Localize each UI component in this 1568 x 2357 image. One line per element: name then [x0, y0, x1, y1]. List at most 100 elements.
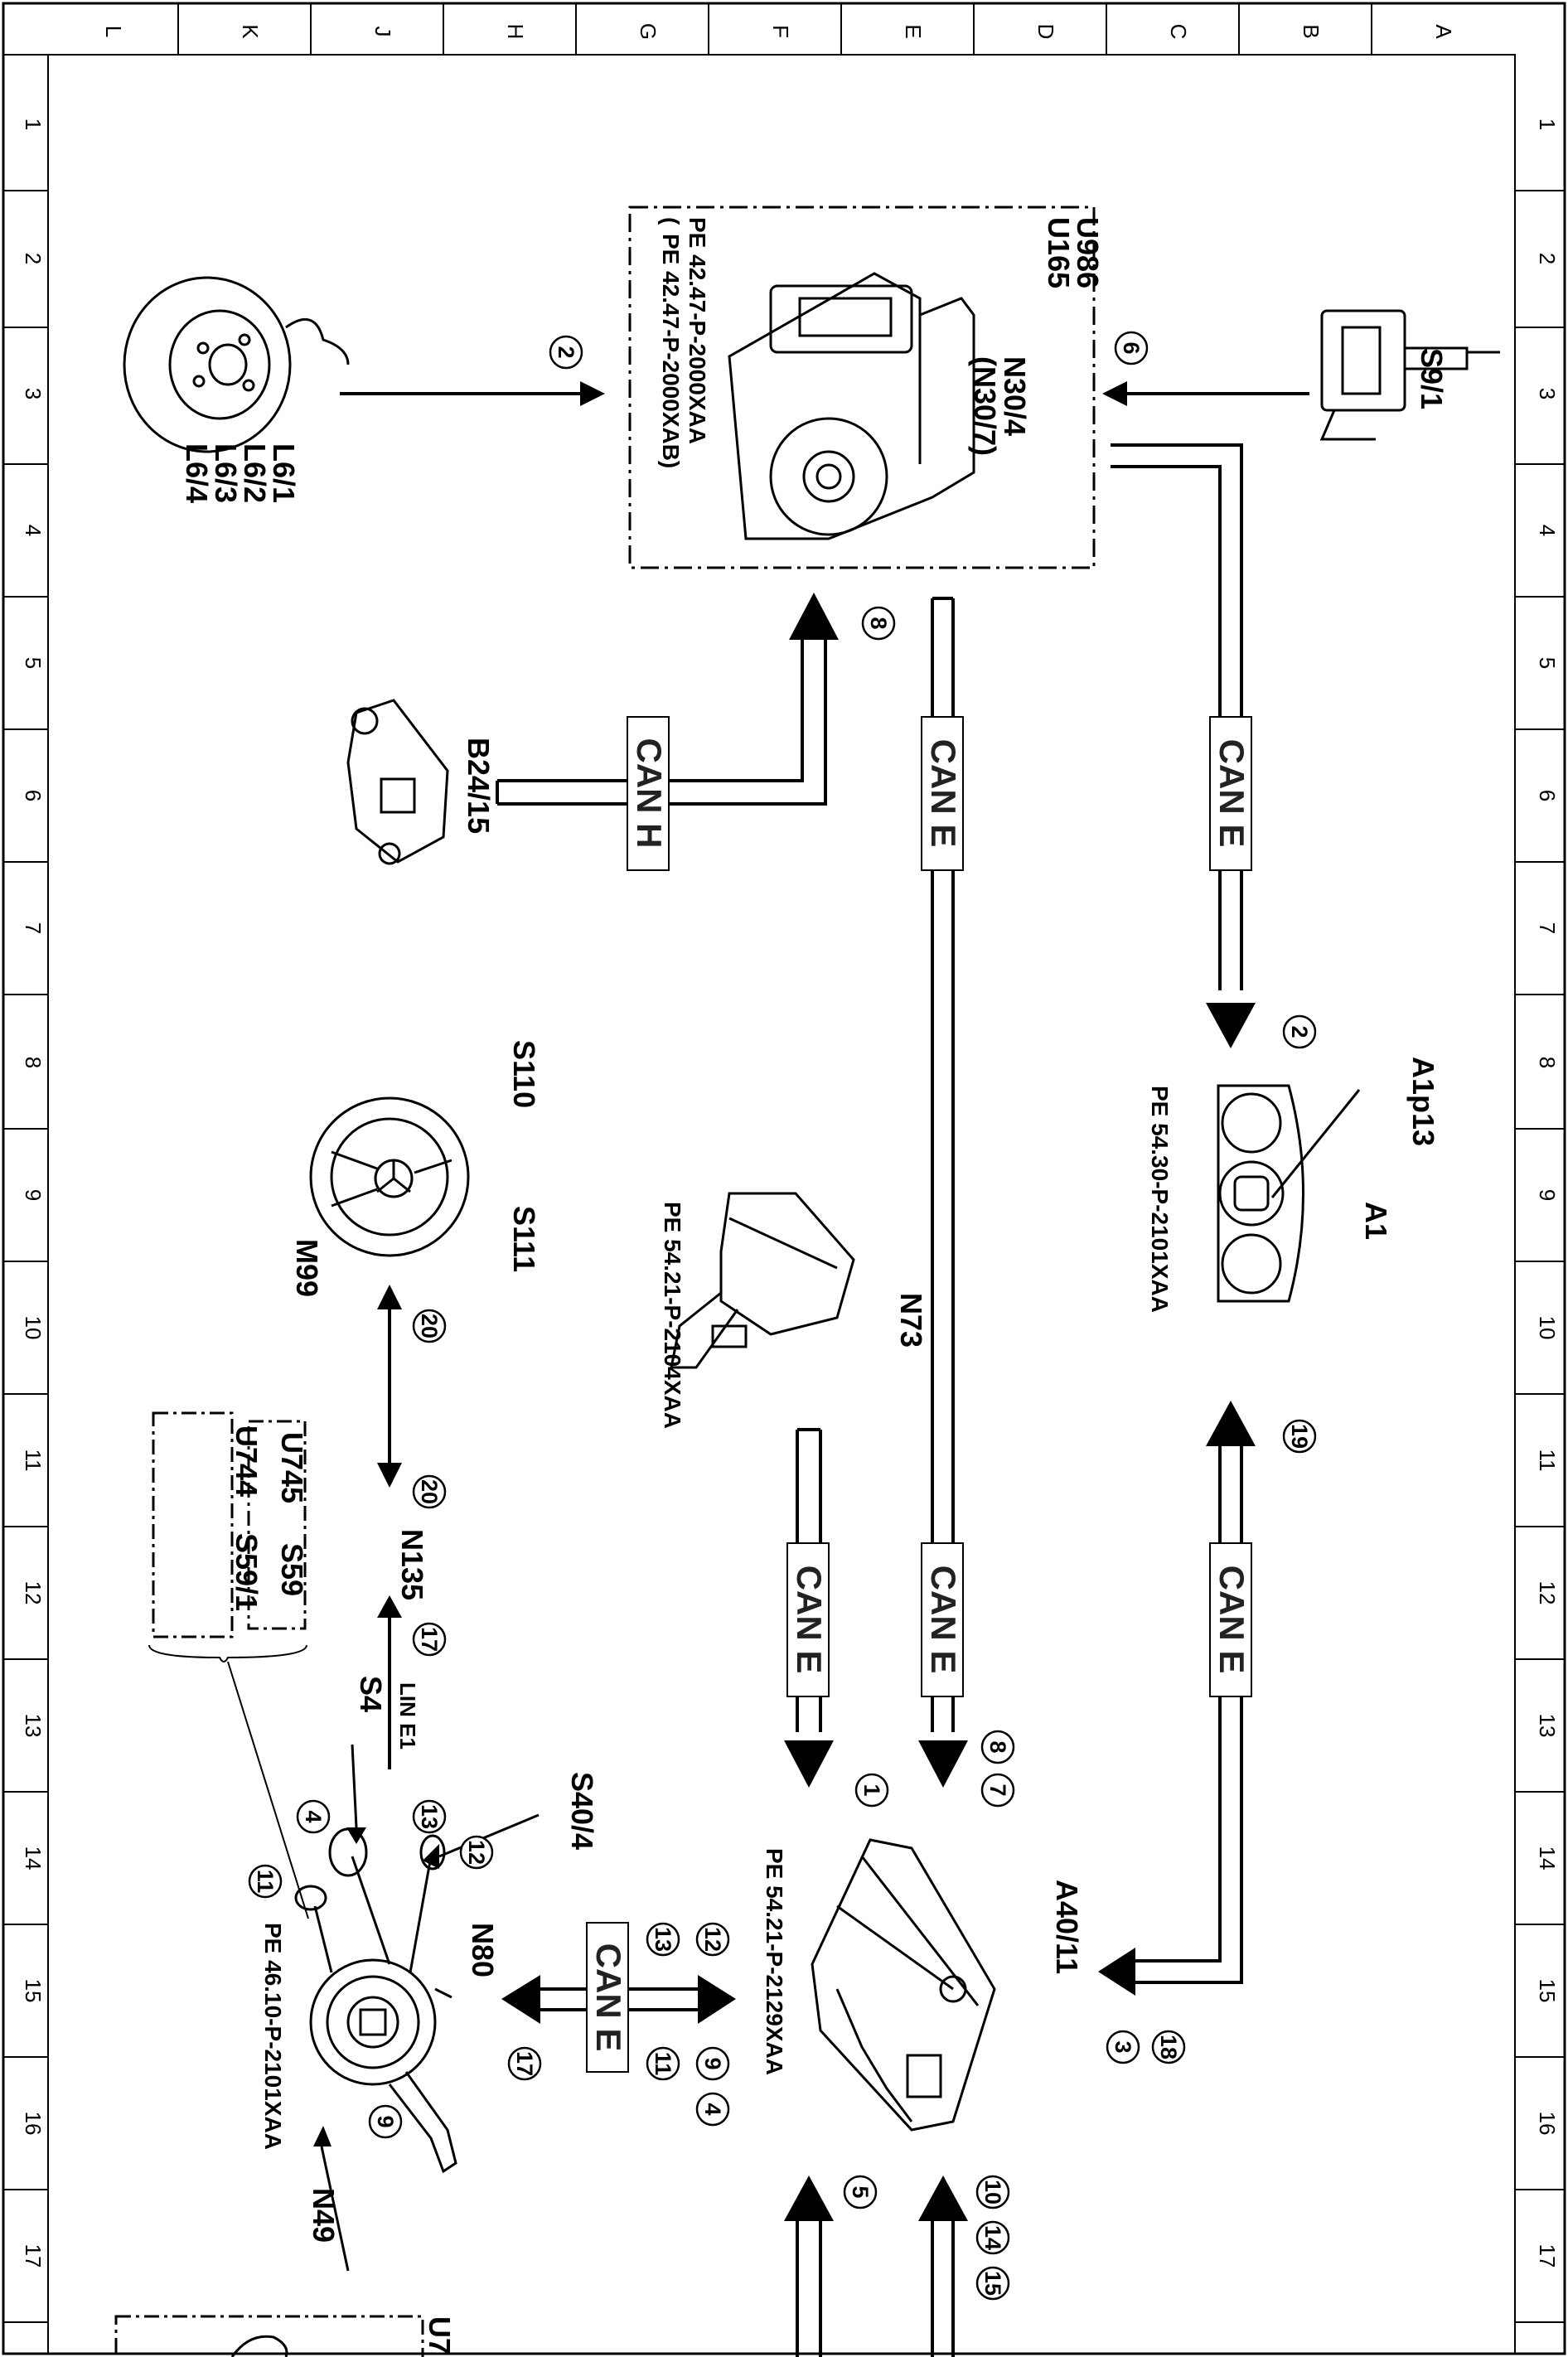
svg-text:20: 20 [417, 1479, 442, 1504]
callout-17-b: 17 [412, 1622, 447, 1657]
u745-dashed-box [247, 1420, 307, 1630]
callout-1: 1 [854, 1773, 889, 1808]
callout-12-a: 12 [695, 1922, 730, 1957]
label-s59: S59 [275, 1543, 309, 1596]
label-m99: M99 [290, 1239, 324, 1297]
svg-text:11: 11 [651, 2052, 675, 2076]
svg-text:18: 18 [1156, 2035, 1181, 2059]
col-L: L [101, 26, 126, 37]
u744-dashed-box [152, 1411, 234, 1638]
n73-ignition-switch-icon [670, 1192, 855, 1369]
label-n135: N135 [395, 1529, 429, 1600]
row-15-right: 15 [1535, 1979, 1560, 2003]
row-6-right: 6 [1535, 790, 1560, 801]
col-E: E [901, 24, 926, 38]
label-u986: U986 [1071, 217, 1105, 288]
arrow-bottom-5 [784, 2176, 834, 2221]
callout-17-a: 17 [507, 2046, 542, 2081]
col-F: F [768, 25, 793, 38]
svg-text:20: 20 [417, 1314, 442, 1338]
row-5-left: 5 [21, 657, 46, 669]
row-15-left: 15 [21, 1979, 46, 2003]
row-9-right: 9 [1535, 1189, 1560, 1201]
label-n30-4: N30/4 [998, 356, 1032, 436]
pe-references: PE 42.47-P-2000XAA ( PE 42.47-P-2000XAB)… [260, 217, 1173, 2150]
arrow-to-a40-from-a1 [1098, 1948, 1135, 1996]
can-h-2 [497, 638, 827, 806]
callout-20-a: 20 [412, 1309, 447, 1343]
row-7-left: 7 [21, 922, 46, 934]
svg-text:10: 10 [980, 2180, 1005, 2205]
can-e-label-2: CAN E [924, 739, 963, 848]
pe-4247-xab-open: ( [658, 217, 684, 225]
row-numbers: 1 1 2 2 3 3 4 4 5 5 6 6 7 7 8 8 9 9 10 1… [21, 119, 1560, 2268]
svg-text:19: 19 [1287, 1424, 1312, 1449]
svg-text:5: 5 [848, 2185, 873, 2198]
column-letters: L K J H G F E D C B A [101, 23, 1456, 40]
col-G: G [636, 23, 661, 40]
steering-wheel-icon [309, 1096, 470, 1257]
row-13-right: 13 [1535, 1714, 1560, 1738]
svg-text:4: 4 [700, 2103, 725, 2115]
row-13-left: 13 [21, 1714, 46, 1738]
single-arrowheads [377, 381, 1127, 1618]
row-14-right: 14 [1535, 1846, 1560, 1871]
label-l6-3: L6/3 [209, 443, 243, 503]
label-u7-partial: U7 [423, 2316, 457, 2355]
can-e-a40-a1-1 [1135, 1438, 1243, 1984]
a1-instrument-cluster-icon [1217, 1084, 1361, 1303]
svg-text:3: 3 [1111, 2040, 1135, 2053]
row-17-right: 17 [1535, 2244, 1560, 2268]
row-4-right: 4 [1535, 525, 1560, 536]
row-14-left: 14 [21, 1846, 46, 1871]
row-11-right: 11 [1535, 1450, 1560, 1472]
single-lines [340, 392, 1309, 1769]
callout-4-a: 4 [695, 2092, 730, 2127]
svg-text:12: 12 [700, 1927, 725, 1952]
svg-text:14: 14 [980, 2225, 1005, 2250]
label-b24-15: B24/15 [462, 738, 496, 834]
svg-text:8: 8 [866, 617, 891, 629]
col-J: J [370, 27, 395, 37]
arrow-to-a1-from-a40 [1206, 1401, 1256, 1446]
label-s111: S111 [507, 1206, 541, 1272]
col-A: A [1431, 24, 1456, 39]
svg-text:15: 15 [980, 2271, 1005, 2296]
arrow-to-a1 [1206, 1003, 1256, 1048]
svg-text:2: 2 [1287, 1025, 1312, 1038]
row-1-left: 1 [21, 119, 46, 130]
svg-text:7: 7 [985, 1783, 1010, 1796]
callout-13-a: 13 [646, 1922, 680, 1957]
callout-4-b: 4 [296, 1799, 331, 1834]
callout-15: 15 [975, 2266, 1010, 2301]
svg-text:11: 11 [253, 1870, 278, 1894]
label-n49: N49 [307, 2188, 341, 2243]
row-3-right: 3 [1535, 388, 1560, 399]
col-B: B [1299, 24, 1324, 38]
svg-text:8: 8 [985, 1740, 1010, 1753]
label-lin-e1: LIN E1 [395, 1682, 420, 1750]
svg-text:17: 17 [417, 1627, 442, 1652]
callout-7: 7 [980, 1773, 1015, 1808]
label-a1: A1 [1359, 1202, 1393, 1240]
can-e-label-3: CAN E [790, 1566, 829, 1674]
label-s9-1: S9/1 [1415, 348, 1449, 409]
row-4-left: 4 [21, 525, 46, 536]
col-D: D [1033, 24, 1058, 40]
bus-labels: CAN E CAN E CAN H CAN E CAN E CAN E CAN … [586, 716, 1252, 2073]
row-10-right: 10 [1535, 1316, 1560, 1340]
callout-3: 3 [1106, 2030, 1140, 2064]
can-e-label-6: CAN E [589, 1943, 628, 2052]
pe-4247-xaa: PE 42.47-P-2000XAA [685, 217, 710, 444]
can-h-label: CAN H [630, 738, 669, 849]
label-l6-1: L6/1 [267, 443, 301, 503]
col-H: H [503, 24, 528, 40]
arrow-n30-to-a40 [918, 1740, 968, 1788]
l6-wheel-speed-sensor-icon [123, 276, 350, 453]
callout-18: 18 [1151, 2030, 1186, 2064]
pe-5430: PE 54.30-P-2101XAA [1147, 1086, 1173, 1313]
row-16-right: 16 [1535, 2112, 1560, 2136]
row-1-right: 1 [1535, 119, 1560, 130]
callout-19: 19 [1282, 1419, 1317, 1454]
can-e-a40-a1-2 [1135, 1438, 1222, 1963]
